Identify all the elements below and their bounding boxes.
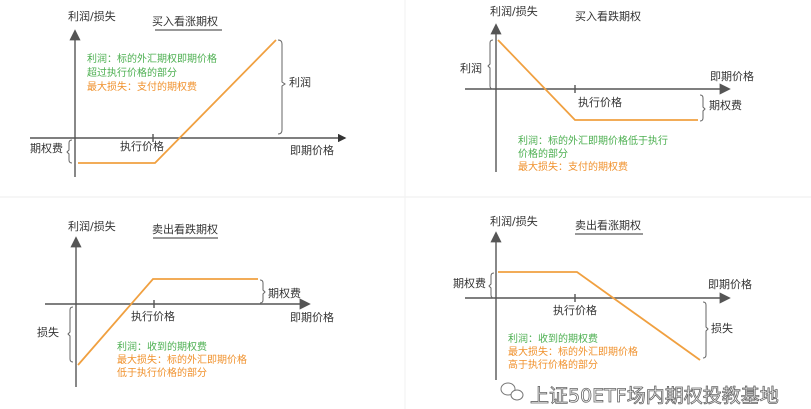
bracket-left <box>67 306 74 363</box>
bracket-left-label: 期权费 <box>453 277 486 290</box>
bracket-right-label: 损失 <box>711 321 733 335</box>
payoff-line <box>497 39 698 121</box>
panel-title: 卖出看涨期权 <box>575 218 641 232</box>
profit-text: 价格的部分 <box>518 147 568 160</box>
loss-text: 最大损失：支付的期权费 <box>518 160 628 173</box>
strike-label: 执行价格 <box>553 303 597 317</box>
strike-label: 执行价格 <box>131 309 175 323</box>
bracket-left-label: 期权费 <box>30 142 63 155</box>
strike-label: 执行价格 <box>120 139 164 153</box>
bracket-right-label: 利润 <box>289 75 311 89</box>
bracket-right-label: 期权费 <box>268 287 301 300</box>
x-axis-label: 即期价格 <box>290 310 334 324</box>
watermark-text: 上证50ETF场内期权投教基地 <box>530 385 779 407</box>
profit-text: 利润：标的外汇期权即期价格 <box>87 52 217 65</box>
loss-text: 高于执行价格的部分 <box>508 358 598 371</box>
watermark: 上证50ETF场内期权投教基地 <box>500 382 779 407</box>
bracket-left-label: 损失 <box>37 325 59 339</box>
panel-long-put: 买入看跌期权 利润/损失 即期价格 执行价格 期权费 利润 利润：标的外汇即期价… <box>460 4 754 173</box>
x-axis-label: 即期价格 <box>290 143 334 157</box>
y-axis-label: 利润/损失 <box>68 219 116 233</box>
payoff-line <box>78 39 277 164</box>
bracket-left <box>488 272 495 299</box>
bracket-right <box>277 39 286 135</box>
payoff-line <box>498 271 701 361</box>
bracket-left <box>487 39 494 90</box>
profit-text: 超过执行价格的部分 <box>87 66 177 79</box>
profit-text: 利润：标的外汇即期价格低于执行 <box>518 134 668 147</box>
panel-short-put: 卖出看跌期权 利润/损失 即期价格 执行价格 期权费 损失 利润：收到的期权费 … <box>37 219 334 387</box>
loss-text: 低于执行价格的部分 <box>117 366 207 379</box>
x-axis-label: 即期价格 <box>710 69 754 83</box>
y-axis-label: 利润/损失 <box>490 4 538 18</box>
y-axis-label: 利润/损失 <box>68 9 116 23</box>
y-axis-label: 利润/损失 <box>490 214 538 228</box>
panel-title: 买入看跌期权 <box>575 9 641 23</box>
strike-label: 执行价格 <box>578 95 622 109</box>
wechat-icon <box>500 382 524 401</box>
panel-long-call: 买入看涨期权 利润/损失 即期价格 执行价格 利润 期权费 利润：标的外汇期权即… <box>30 9 347 177</box>
loss-text: 最大损失：标的外汇即期价格 <box>117 353 247 366</box>
panel-title: 买入看涨期权 <box>152 14 218 28</box>
bracket-left <box>66 139 73 164</box>
loss-text: 最大损失：支付的期权费 <box>87 80 197 93</box>
panel-short-call: 卖出看涨期权 利润/损失 即期价格 执行价格 损失 期权费 利润：收到的期权费 … <box>453 214 752 380</box>
panel-title: 卖出看跌期权 <box>152 222 218 236</box>
bracket-right <box>259 279 266 304</box>
profit-text: 利润：收到的期权费 <box>117 340 207 353</box>
bracket-right <box>699 94 706 122</box>
bracket-right-label: 期权费 <box>709 99 742 112</box>
profit-text: 利润：收到的期权费 <box>508 332 598 345</box>
bracket-left-label: 利润 <box>460 61 482 75</box>
loss-text: 最大损失：标的外汇即期价格 <box>508 345 638 358</box>
bracket-right <box>702 301 709 359</box>
x-axis-label: 即期价格 <box>708 277 752 291</box>
payoff-line <box>77 278 258 366</box>
